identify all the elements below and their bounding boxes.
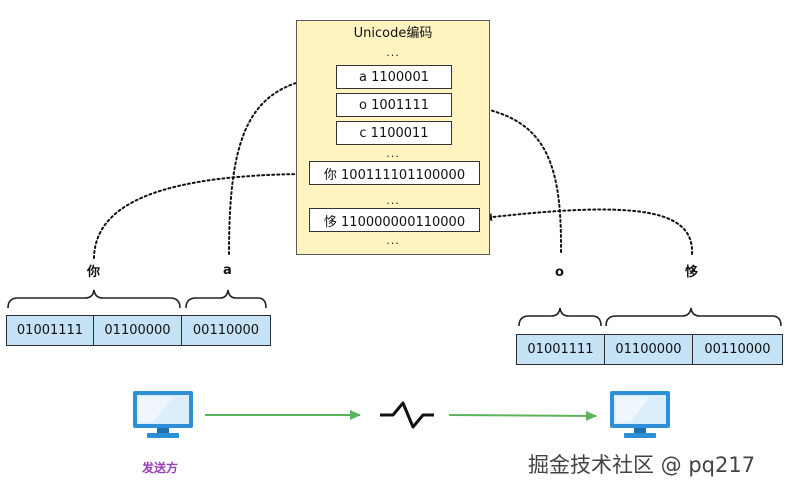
byte-cell: 00110000 <box>692 335 782 364</box>
brace-o <box>518 307 602 327</box>
char-label-hai: 恀 <box>685 265 699 280</box>
code-entry-c: c 1100011 <box>336 121 452 145</box>
byte-cell: 01001111 <box>517 335 604 364</box>
ellipsis: ... <box>386 46 400 59</box>
computer-icon <box>610 391 670 438</box>
byte-cell: 01100000 <box>93 316 181 345</box>
signal-break-icon <box>380 401 434 429</box>
byte-cell: 00110000 <box>181 316 270 345</box>
braces <box>7 289 782 327</box>
brace-a <box>185 289 267 309</box>
ellipsis: ... <box>386 147 400 160</box>
code-entry-ni: 你 100111101100000 <box>309 161 480 185</box>
unicode-table: Unicode编码 ... a 1100001 o 1001111 c 1100… <box>296 20 490 255</box>
receiver-byte-row: 01001111 01100000 00110000 <box>516 334 783 365</box>
brace-hai <box>605 307 782 327</box>
transmission <box>205 401 597 429</box>
sender-label: 发送方 <box>142 461 179 475</box>
watermark: 掘金技术社区 @ pq217 <box>528 453 756 477</box>
receive-arrow <box>448 410 597 421</box>
brace-ni <box>7 289 181 309</box>
char-label-a: a <box>223 263 232 278</box>
code-entry-a: a 1100001 <box>336 65 452 89</box>
arrow-ni-to-entry <box>93 170 307 259</box>
code-entry-o: o 1001111 <box>336 93 452 117</box>
sender-byte-row: 01001111 01100000 00110000 <box>6 315 271 346</box>
code-entry-hai: 恀 110000000110000 <box>309 208 480 232</box>
ellipsis: ... <box>386 194 400 207</box>
char-label-o: o <box>555 265 564 280</box>
arrow-hai-to-entry <box>483 208 694 255</box>
ellipsis: ... <box>386 234 400 247</box>
byte-cell: 01001111 <box>7 316 93 345</box>
unicode-table-title: Unicode编码 <box>353 26 433 41</box>
computer-icon <box>133 391 193 438</box>
byte-cell: 01100000 <box>604 335 692 364</box>
char-label-ni: 你 <box>87 265 101 280</box>
